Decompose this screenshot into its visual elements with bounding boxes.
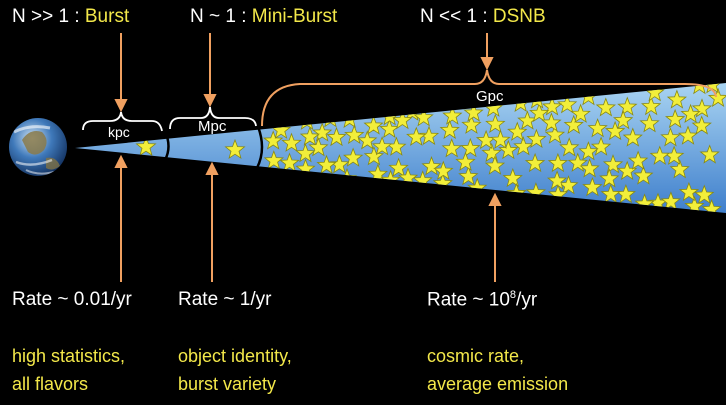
- dsnb-name: DSNB: [493, 6, 546, 27]
- dsnb-heading: N << 1 : DSNB: [420, 6, 546, 28]
- dsnb-arrowhead: [482, 58, 492, 68]
- miniburst-rate: Rate ~ 1/yr: [178, 289, 271, 311]
- burst-note-line2: all flavors: [12, 374, 88, 395]
- kpc-scale-label: kpc: [108, 124, 130, 140]
- burst-arrowhead: [116, 100, 126, 110]
- heading-arrows: [116, 33, 492, 110]
- dsnb-rate: Rate ~ 108/yr: [427, 289, 537, 311]
- burst-heading: N >> 1 : Burst: [12, 6, 129, 28]
- mpc-scale-label: Mpc: [198, 118, 226, 135]
- burst-note-line1: high statistics,: [12, 346, 125, 367]
- dsnb-note-line1: cosmic rate,: [427, 346, 524, 367]
- miniburst-note-line2: burst variety: [178, 374, 276, 395]
- burst-rate-arrowhead: [116, 157, 126, 167]
- earth-globe-icon: [9, 118, 67, 176]
- miniburst-rate-arrowhead: [207, 164, 217, 174]
- miniburst-heading: N ~ 1 : Mini-Burst: [190, 6, 337, 28]
- miniburst-arrowhead: [205, 95, 215, 105]
- dsnb-rate-arrowhead: [490, 195, 500, 205]
- burst-name: Burst: [85, 6, 129, 27]
- miniburst-name: Mini-Burst: [252, 6, 338, 27]
- gpc-scale-label: Gpc: [476, 88, 504, 105]
- dsnb-note-line2: average emission: [427, 374, 568, 395]
- miniburst-note-line1: object identity,: [178, 346, 292, 367]
- burst-rate: Rate ~ 0.01/yr: [12, 289, 132, 311]
